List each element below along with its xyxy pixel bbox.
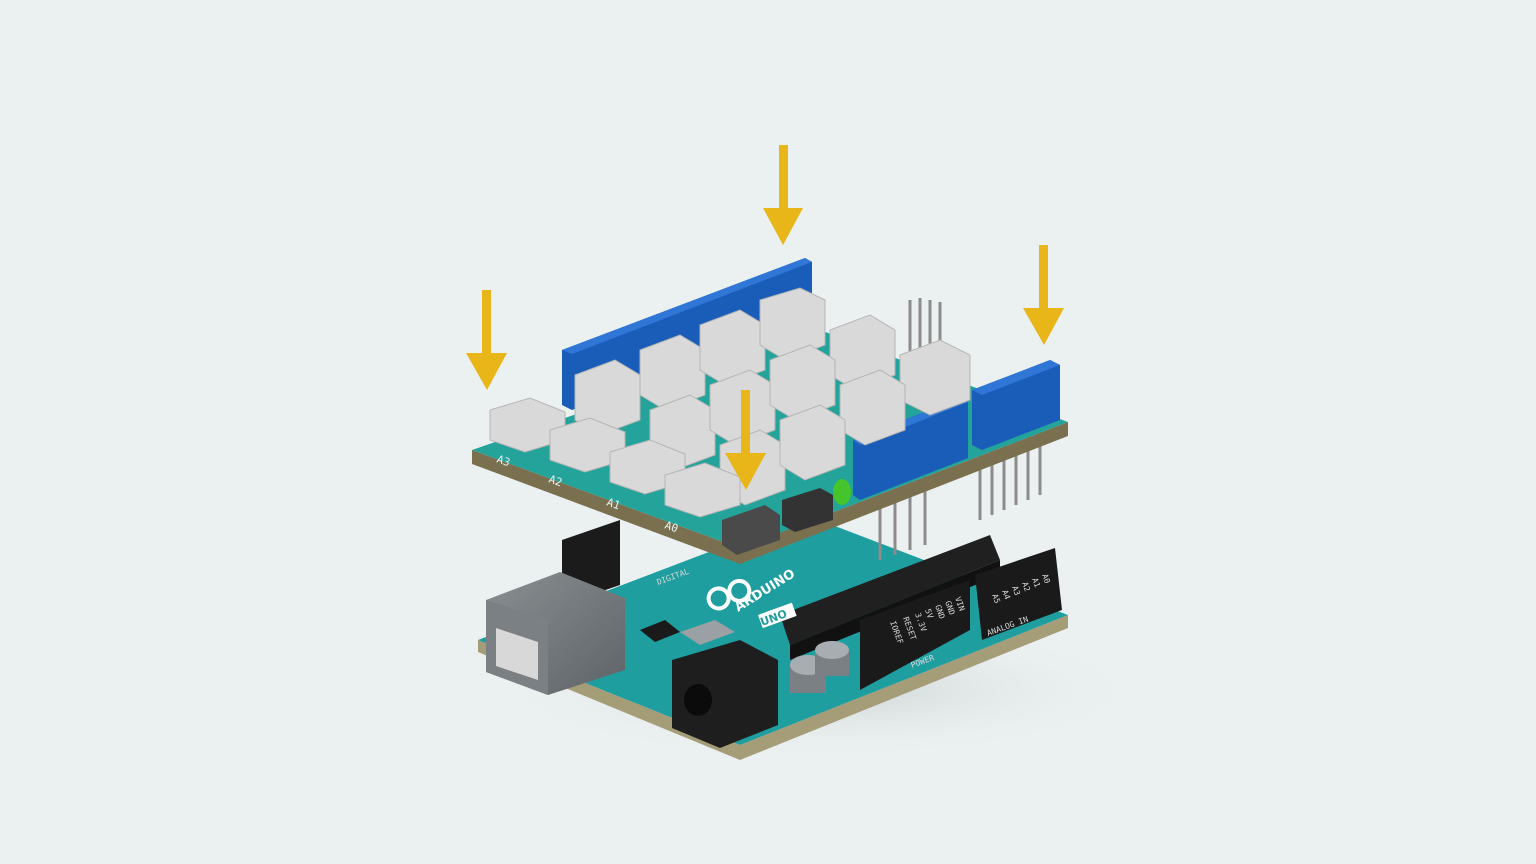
analog-pin-label: A5 xyxy=(990,593,1002,605)
analog-pin-label: A0 xyxy=(1040,573,1052,585)
shield-header-back-top xyxy=(562,258,812,354)
insertion-arrows xyxy=(466,145,1064,490)
usb-chip xyxy=(640,620,680,642)
analog-header xyxy=(975,548,1062,640)
analog-pin-label: A4 xyxy=(1000,589,1012,601)
arduino-uno-board: ANALOG IN POWER A0 A1 A2 A3 A4 A5 VIN GN… xyxy=(478,515,1068,760)
grove-connectors xyxy=(489,287,971,518)
arduino-board-edge xyxy=(478,615,1068,760)
analog-pin-label: A3 xyxy=(1010,585,1022,597)
capacitor-top xyxy=(815,641,849,659)
grove-base-shield: A3 A2 A1 A0 xyxy=(472,258,1068,564)
port-label-a0: A0 xyxy=(663,519,680,536)
analog-pin-labels: A0 A1 A2 A3 A4 A5 xyxy=(990,573,1052,605)
uno-badge xyxy=(758,602,797,629)
arduino-logo xyxy=(706,578,752,611)
shield-header-right-top xyxy=(972,360,1060,395)
analog-pin-label: A2 xyxy=(1020,581,1032,593)
analog-pin-label: A1 xyxy=(1030,577,1042,589)
shield-header-front xyxy=(853,398,968,500)
port-label-a2: A2 xyxy=(547,473,564,490)
down-arrow-icon xyxy=(1023,245,1064,345)
dc-power-jack xyxy=(672,640,778,748)
atmega-chip xyxy=(780,535,1000,645)
power-header xyxy=(860,580,970,690)
reset-button xyxy=(782,488,833,532)
voltage-switch xyxy=(722,505,780,555)
down-arrow-icon xyxy=(763,145,803,245)
port-label-a1: A1 xyxy=(605,496,622,513)
status-led xyxy=(833,479,851,505)
usb-port-opening xyxy=(496,628,538,680)
port-label-a3: A3 xyxy=(495,453,512,470)
dc-jack-hole xyxy=(684,684,712,716)
crystal xyxy=(680,620,735,645)
power-pin-label: 5V xyxy=(923,608,935,620)
down-arrow-icon xyxy=(725,390,766,490)
down-arrow-icon xyxy=(466,290,507,390)
